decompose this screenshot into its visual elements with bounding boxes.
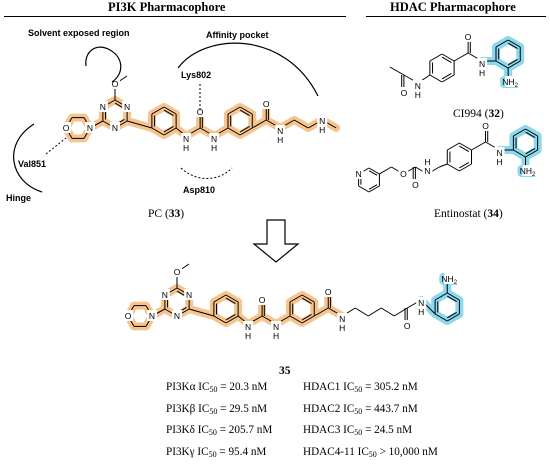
ci994-phenyl-bond <box>442 75 454 82</box>
pc-urea-h: H <box>183 143 189 153</box>
ci994-phenyl-bond <box>442 57 451 62</box>
pc-triazine-n: N <box>112 123 118 133</box>
c35-linker-bond <box>355 308 368 316</box>
pc-tail-h: H <box>319 125 325 135</box>
entinostat-carbamate-bond <box>379 167 391 174</box>
c35-anilide-highlight <box>435 293 459 321</box>
pc-phenyl2-highlight <box>228 107 252 135</box>
highlight-layer <box>66 40 538 326</box>
c35-amide-o: O <box>325 287 332 297</box>
entinostat-ester-o: O <box>400 169 407 179</box>
ci994-phenyl-bond <box>442 54 454 61</box>
entinostat-anilide-highlight <box>513 129 537 157</box>
pc-triazine-n: N <box>100 102 106 112</box>
entinostat-phenyl-bond <box>459 146 468 151</box>
bond-layer <box>66 37 538 326</box>
c35-linker-bond <box>381 308 394 316</box>
c35-anilide-h: H <box>418 307 424 317</box>
pc-tail-highlight <box>280 120 336 128</box>
entinostat-carbamate-n: N <box>424 166 430 176</box>
entinostat-pyridine-n: N <box>356 169 362 179</box>
entinostat-phenyl-bond <box>459 164 471 171</box>
ci994-amide-h: H <box>415 90 421 100</box>
c35-amide-o: O <box>404 321 411 331</box>
pc-morpholine-o: O <box>63 123 70 133</box>
ci994-acetamide-bond <box>390 67 404 75</box>
pc-urea-h: H <box>211 143 217 153</box>
pc-amide-o: O <box>263 99 270 109</box>
pc-triazine-n: N <box>124 102 130 112</box>
entinostat-phenyl-bond <box>459 162 468 167</box>
entinostat-benzyl-bond <box>439 164 447 167</box>
entinostat-pyridine-bond <box>369 171 377 176</box>
ci994-phenyl-bond <box>430 75 442 82</box>
c35-triazine-n: N <box>162 290 168 300</box>
entinostat-phenyl-bond <box>459 143 471 150</box>
pc-phenyl1-highlight <box>152 107 176 135</box>
ci994-phenyl-bond <box>430 54 442 61</box>
ci994-amide-bond <box>454 53 468 61</box>
c35-triazine-n: N <box>174 311 180 321</box>
affinity-pocket-arc <box>178 43 318 96</box>
transition-arrow <box>254 220 298 262</box>
c35-morpholine-n: N <box>149 311 155 321</box>
c35-urea-o: O <box>259 295 266 305</box>
entinostat-carbonyl-o: O <box>412 180 419 190</box>
c35-amide-h: H <box>339 323 345 333</box>
decor-layer <box>14 43 318 262</box>
solvent-region-arc <box>86 47 121 82</box>
ci994-acetamide-o: O <box>401 88 408 98</box>
c35-phenyl2-highlight <box>290 295 314 323</box>
c35-phenyl1-highlight <box>214 295 238 323</box>
val851-dash <box>46 138 66 154</box>
ci994-phenyl-bond <box>442 73 451 78</box>
ci994-anilide-highlight <box>496 40 520 68</box>
pc-methoxy-o: O <box>112 79 119 89</box>
entinostat-carbamate-h: H <box>424 157 430 167</box>
c35-linker-bond <box>368 308 381 316</box>
entinostat-amide-bond <box>472 142 486 150</box>
pc-morpholine-n: N <box>87 123 93 133</box>
asp810-dash <box>181 168 232 179</box>
entinostat-anilide-h: H <box>496 157 502 167</box>
entinostat-pyridine-bond <box>369 185 377 190</box>
c35-methoxy-o: O <box>174 267 181 277</box>
c35-triazine-n: N <box>186 290 192 300</box>
entinostat-phenyl-bond <box>447 143 459 150</box>
c35-morpholine-o: O <box>125 311 132 321</box>
c35-urea-h: H <box>273 331 279 341</box>
entinostat-amide-o: O <box>482 121 489 131</box>
ci994-amide-o: O <box>465 32 472 42</box>
pc-amide-h: H <box>277 135 283 145</box>
entinostat-phenyl-bond <box>447 164 459 171</box>
ci994-anilide-h: H <box>479 68 485 78</box>
entinostat-pyridine-bond <box>359 186 369 192</box>
c35-urea-h: H <box>245 331 251 341</box>
hinge-arc <box>14 124 42 192</box>
